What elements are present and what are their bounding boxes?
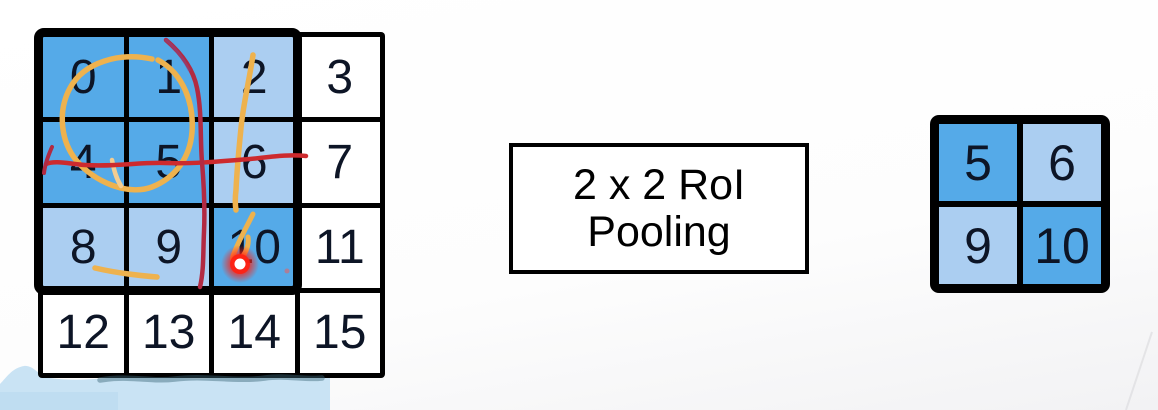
feature-cell-12: 12 [43,292,124,373]
feature-cell-10: 10 [214,207,295,288]
pooled-output-grid: 5 6 9 10 [930,115,1110,293]
roi-pooling-label-line1: 2 x 2 RoI [572,160,746,209]
feature-map-grid: 0 1 2 3 4 5 6 7 8 9 10 11 12 13 14 15 [34,28,385,378]
feature-cell-5: 5 [128,122,209,203]
feature-cell-1: 1 [128,37,209,118]
feature-cell-13: 13 [128,292,209,373]
roi-pooling-label-line2: Pooling [587,207,731,256]
output-cell-1: 6 [1023,124,1101,201]
feature-cell-14: 14 [214,292,295,373]
blue-highlighter-smear-deep [0,392,118,410]
feature-cell-3: 3 [299,37,380,118]
feature-cell-4: 4 [43,122,124,203]
background-streak [1125,331,1153,410]
feature-cell-9: 9 [128,207,209,288]
output-cell-0: 5 [939,124,1017,201]
feature-cell-7: 7 [299,122,380,203]
feature-cell-0: 0 [43,37,124,118]
feature-cell-2: 2 [214,37,295,118]
feature-cell-6: 6 [214,122,295,203]
output-cell-3: 10 [1023,207,1101,284]
output-cell-2: 9 [939,207,1017,284]
feature-cell-11: 11 [299,207,380,288]
roi-pooling-box: 2 x 2 RoI Pooling [509,143,809,274]
feature-cell-8: 8 [43,207,124,288]
feature-cell-15: 15 [299,292,380,373]
